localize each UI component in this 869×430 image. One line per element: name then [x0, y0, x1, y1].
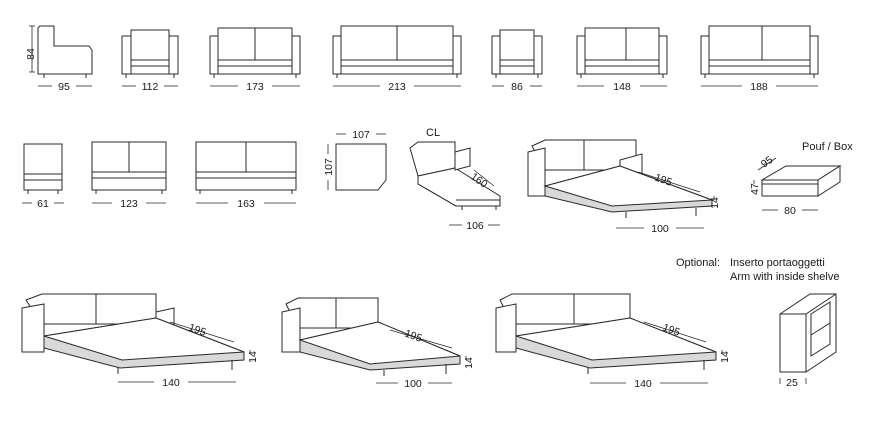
armchair-small-front: 86 [491, 29, 543, 93]
optional-label: Optional: [676, 257, 720, 269]
bed-b-length-label: 195 [661, 322, 682, 339]
width-86-label: 86 [511, 81, 523, 93]
width-213-label: 213 [388, 81, 406, 93]
arm-width-label: 25 [786, 377, 798, 389]
module-double: 123 [91, 141, 167, 210]
bed-open-100: 195 14 100 [281, 297, 475, 390]
module-single: 61 [22, 143, 64, 210]
optional-line2: Arm with inside shelve [730, 271, 839, 283]
bed-100-width-label: 100 [404, 378, 422, 390]
armchair-front: 112 [121, 29, 179, 93]
width-112-label: 112 [142, 81, 159, 93]
pouf-box: Pouf / Box 95 47 80 [749, 141, 853, 217]
bed-b-height-label: 14 [719, 351, 731, 363]
optional-line1: Inserto portaoggetti [730, 257, 825, 269]
bed-a-height-label: 14 [247, 351, 259, 363]
width-173-label: 173 [246, 81, 264, 93]
bed-open-140-b: 195 14 140 [495, 293, 731, 390]
pouf-label: Pouf / Box [802, 141, 853, 153]
height-84-label: 84 [25, 48, 37, 60]
sofa-3-seat-front: 213 [332, 25, 462, 93]
width-148-label: 148 [613, 81, 631, 93]
depth-95-label: 95 [58, 81, 70, 93]
sofabed-length-label: 195 [653, 172, 674, 189]
sofabed-width-label: 100 [651, 223, 669, 235]
width-61-label: 61 [37, 198, 49, 210]
corner-depth-label: 107 [323, 158, 335, 176]
bed-a-length-label: 195 [187, 322, 208, 339]
armchair-side-view: 84 95 [25, 25, 93, 93]
bed-b-width-label: 140 [634, 378, 652, 390]
corner-width-label: 107 [352, 129, 370, 141]
sofa-2-seat-small-front: 148 [576, 27, 668, 93]
bed-a-width-label: 140 [162, 377, 180, 389]
width-188-label: 188 [750, 81, 768, 93]
sofabed-open-100: 195 14 100 [527, 139, 721, 235]
chaise-width-label: 106 [466, 220, 484, 232]
bed-100-length-label: 195 [403, 328, 424, 345]
pouf-width-label: 80 [784, 205, 796, 217]
sofa-2-seat-front: 173 [209, 27, 301, 93]
bed-100-height-label: 14 [463, 357, 475, 369]
bed-open-140-a: 195 14 140 [21, 293, 259, 389]
width-163-label: 163 [237, 198, 255, 210]
pouf-height-label: 47 [749, 183, 761, 195]
width-123-label: 123 [120, 198, 138, 210]
corner-module: 107 107 [323, 129, 387, 191]
sofa-3-seat-small-front: 188 [700, 25, 819, 93]
optional-arm-shelve: Optional: Inserto portaoggetti Arm with … [676, 257, 839, 389]
chaise-label: CL [426, 127, 440, 139]
module-triple: 163 [195, 141, 297, 210]
chaise-longue: CL 160 106 [409, 127, 501, 232]
sofabed-height-label: 14 [709, 197, 721, 209]
